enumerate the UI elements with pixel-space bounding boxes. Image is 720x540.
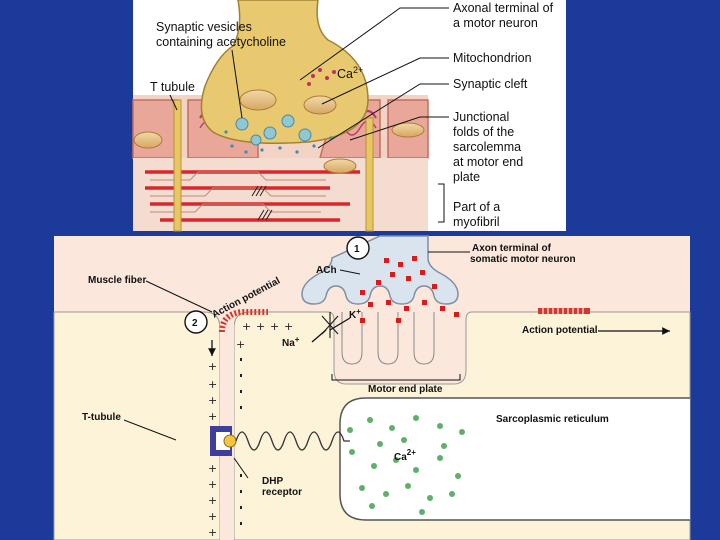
label-ach: ACh — [316, 265, 337, 276]
svg-text:1: 1 — [354, 244, 360, 255]
label-axon-terminal-1: Axon terminal of — [472, 243, 552, 254]
label-dhp-1: DHP — [262, 476, 283, 487]
svg-text:+: + — [208, 478, 217, 491]
label-junctional-4: at motor end — [453, 155, 523, 169]
top-figure: Synaptic vesicles containing acetycholin… — [133, 0, 566, 231]
bottom-figure: + + + + + + + + + + + + + + 1 — [54, 236, 690, 540]
svg-text:+: + — [208, 394, 217, 407]
label-junctional-3: sarcolemma — [453, 140, 521, 154]
svg-text:+: + — [208, 462, 217, 475]
mitochondrion-top — [240, 90, 276, 110]
svg-text:+: + — [242, 320, 251, 333]
label-dhp-2: receptor — [262, 487, 302, 498]
svg-text:+: + — [270, 320, 279, 333]
svg-text:2: 2 — [192, 318, 198, 329]
label-sarcoplasmic-reticulum: Sarcoplasmic reticulum — [496, 414, 609, 425]
svg-text:+: + — [208, 410, 217, 423]
label-action-potential-right: Action potential — [522, 325, 598, 336]
label-myofibril-1: Part of a — [453, 200, 500, 214]
t-tubule-right — [366, 118, 373, 231]
label-axon-terminal-2: somatic motor neuron — [470, 254, 576, 265]
label-junctional-1: Junctional — [453, 110, 509, 124]
label-synaptic-cleft: Synaptic cleft — [453, 77, 528, 91]
svg-text:+: + — [236, 338, 245, 351]
label-t-tubule: T tubule — [150, 80, 195, 94]
step-1-marker: 1 — [347, 237, 369, 259]
label-t-tubule-bottom: T-tubule — [82, 412, 121, 423]
svg-text:+: + — [208, 378, 217, 391]
label-axonal-terminal-1: Axonal terminal of — [453, 1, 554, 15]
svg-text:+: + — [284, 320, 293, 333]
label-axonal-terminal-2: a motor neuron — [453, 16, 538, 30]
label-junctional-2: folds of the — [453, 125, 514, 139]
label-synaptic-vesicles-2: containing acetycholine — [156, 35, 286, 49]
label-motor-end-plate: Motor end plate — [368, 384, 443, 395]
label-synaptic-vesicles-1: Synaptic vesicles — [156, 20, 252, 34]
step-2-marker: 2 — [185, 311, 207, 333]
label-myofibril-2: myofibril — [453, 215, 500, 229]
t-tubule-left — [174, 100, 181, 231]
svg-text:+: + — [256, 320, 265, 333]
svg-text:+: + — [208, 526, 217, 539]
svg-text:+: + — [208, 360, 217, 373]
label-mitochondrion: Mitochondrion — [453, 51, 532, 65]
label-junctional-5: plate — [453, 170, 480, 184]
label-muscle-fiber: Muscle fiber — [88, 275, 146, 286]
svg-text:+: + — [208, 494, 217, 507]
svg-text:+: + — [208, 510, 217, 523]
